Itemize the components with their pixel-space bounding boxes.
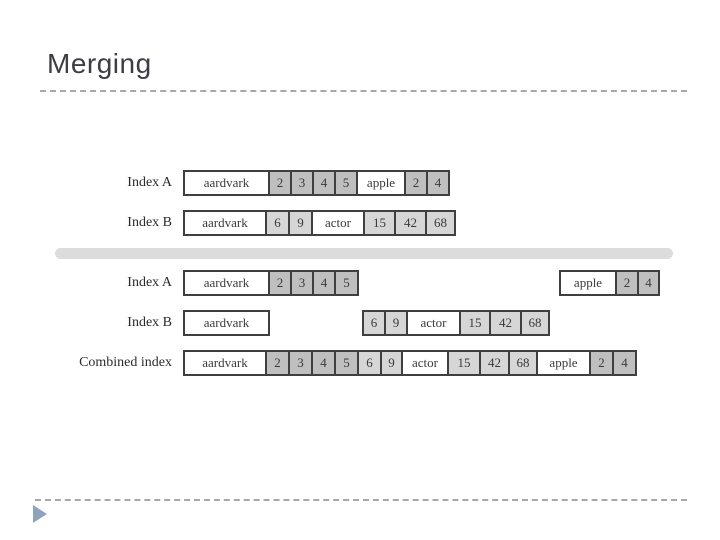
term-cell: actor <box>311 210 365 236</box>
posting-cell: 9 <box>380 350 403 376</box>
triangle-right-icon <box>33 505 47 523</box>
posting-cell: 9 <box>384 310 408 336</box>
posting-cell: 9 <box>288 210 313 236</box>
posting-cell: 68 <box>425 210 456 236</box>
posting-cell: 2 <box>268 270 292 296</box>
row-label-index-b-top: Index B <box>127 215 172 230</box>
posting-cell: 15 <box>363 210 396 236</box>
row-label-combined-index: Combined index <box>79 355 172 370</box>
posting-cell: 4 <box>312 270 336 296</box>
posting-cell: 15 <box>447 350 481 376</box>
posting-cell: 68 <box>520 310 550 336</box>
posting-cell: 2 <box>404 170 428 196</box>
posting-cell: 4 <box>637 270 660 296</box>
posting-cell: 6 <box>357 350 382 376</box>
posting-cell: 5 <box>334 270 359 296</box>
term-cell: actor <box>401 350 449 376</box>
term-cell: apple <box>536 350 591 376</box>
posting-list-combined: aardvark 2 3 4 5 6 9 actor 15 42 68 appl… <box>183 350 637 376</box>
posting-cell: 2 <box>589 350 614 376</box>
posting-cell: 3 <box>290 270 314 296</box>
posting-cell: 2 <box>265 350 290 376</box>
posting-cell: 6 <box>362 310 386 336</box>
term-cell: apple <box>356 170 406 196</box>
term-cell: aardvark <box>183 170 270 196</box>
title-divider <box>40 90 687 92</box>
row-label-index-a-bottom: Index A <box>127 275 172 290</box>
posting-list-index-a-aardvark: aardvark 2 3 4 5 <box>183 270 359 296</box>
footer-divider <box>35 499 687 501</box>
term-cell: apple <box>559 270 617 296</box>
posting-cell: 4 <box>311 350 336 376</box>
posting-list-index-a-apple: apple 2 4 <box>559 270 660 296</box>
posting-cell: 2 <box>615 270 639 296</box>
posting-cell: 42 <box>479 350 510 376</box>
posting-cell: 5 <box>334 350 359 376</box>
posting-cell: 4 <box>612 350 637 376</box>
posting-cell: 5 <box>334 170 358 196</box>
term-cell: actor <box>406 310 461 336</box>
term-cell: aardvark <box>183 350 267 376</box>
posting-cell: 15 <box>459 310 491 336</box>
posting-cell: 3 <box>288 350 313 376</box>
term-cell: aardvark <box>183 310 270 336</box>
section-divider-bar <box>55 248 673 259</box>
term-cell: aardvark <box>183 270 270 296</box>
posting-cell: 3 <box>290 170 314 196</box>
posting-list-index-b-top: aardvark 6 9 actor 15 42 68 <box>183 210 456 236</box>
posting-list-index-a-top: aardvark 2 3 4 5 apple 2 4 <box>183 170 450 196</box>
posting-cell: 4 <box>426 170 450 196</box>
posting-cell: 4 <box>312 170 336 196</box>
term-cell: aardvark <box>183 210 267 236</box>
posting-cell: 68 <box>508 350 538 376</box>
posting-cell: 42 <box>394 210 427 236</box>
posting-cell: 6 <box>265 210 290 236</box>
page-title: Merging <box>47 48 152 79</box>
posting-cell: 42 <box>489 310 522 336</box>
posting-list-index-b-aardvark: aardvark <box>183 310 270 336</box>
row-label-index-a-top: Index A <box>127 175 172 190</box>
posting-list-index-b-rest: 6 9 actor 15 42 68 <box>362 310 550 336</box>
row-label-index-b-bottom: Index B <box>127 315 172 330</box>
posting-cell: 2 <box>268 170 292 196</box>
